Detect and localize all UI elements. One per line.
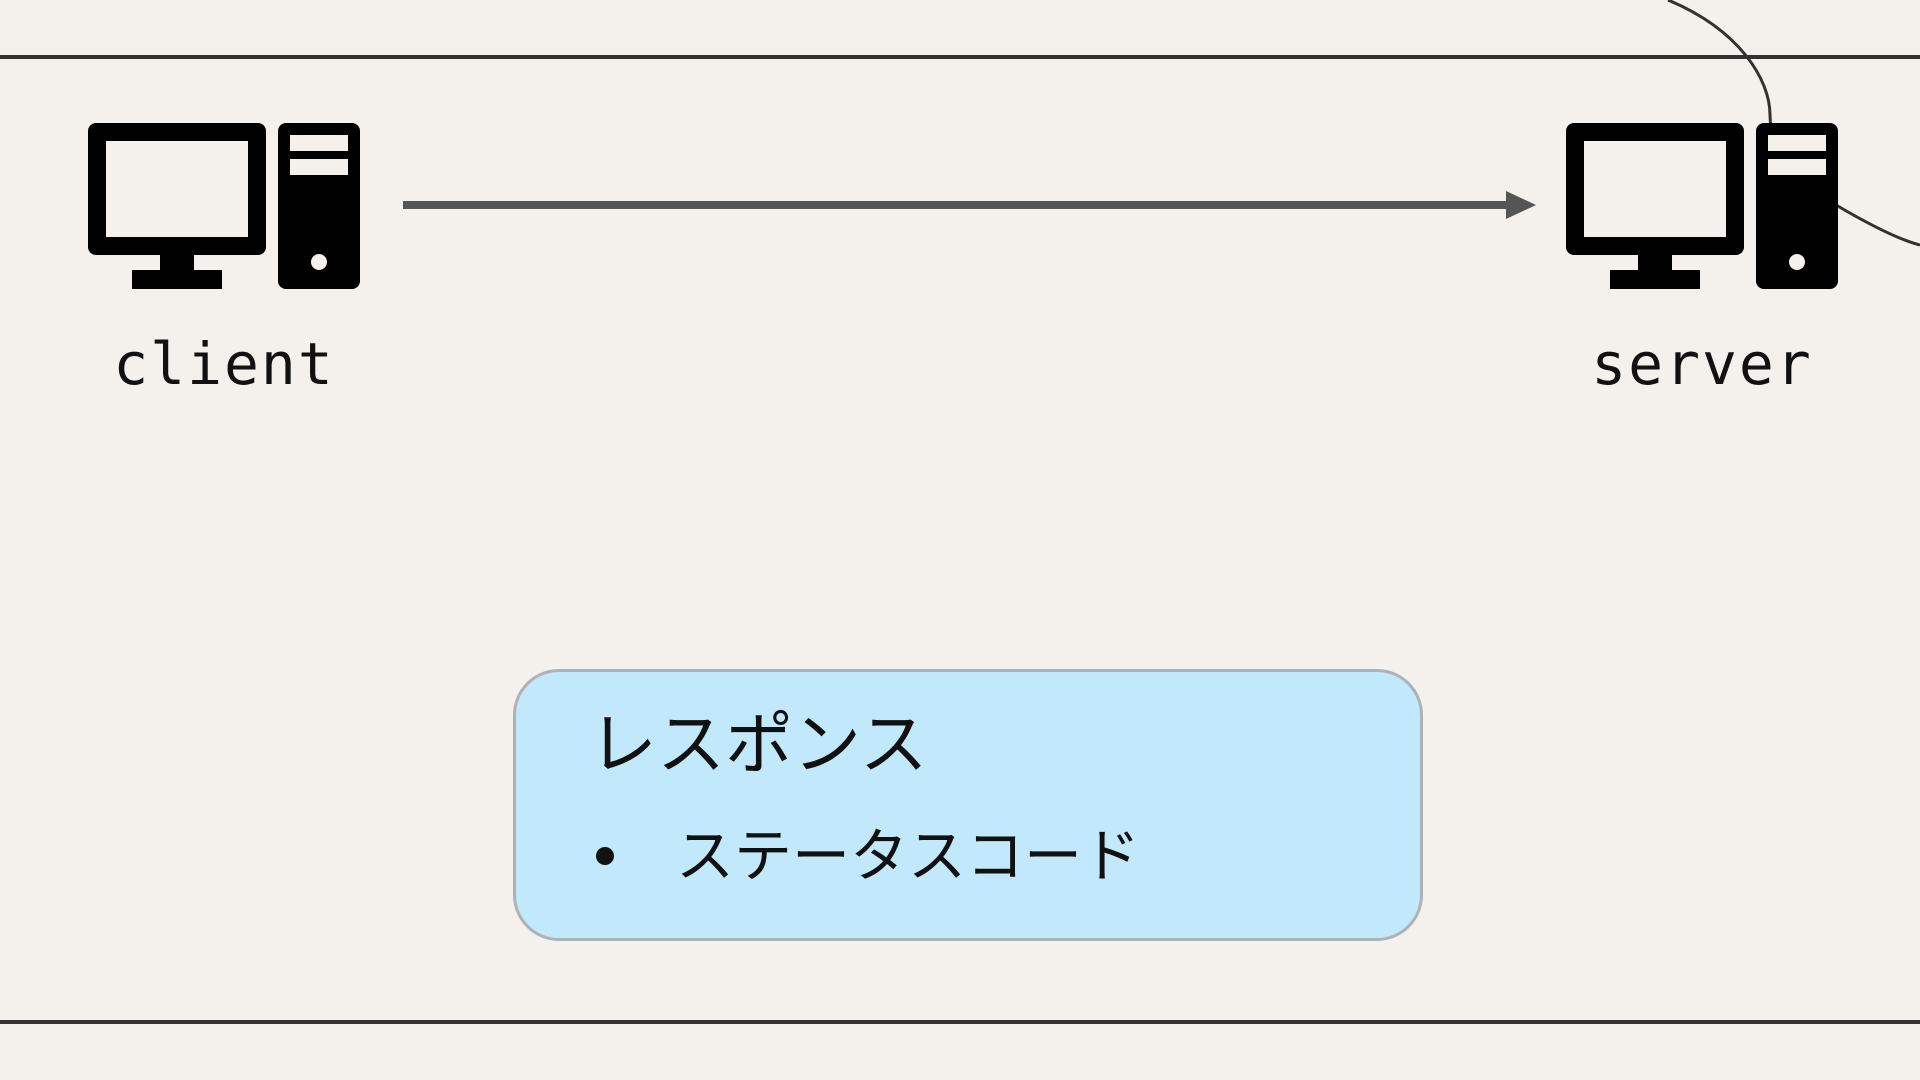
response-item-list: ステータスコード bbox=[596, 827, 1140, 885]
client-label: client bbox=[113, 330, 335, 398]
response-info-box: レスポンス ステータスコード bbox=[513, 669, 1423, 941]
bullet-icon bbox=[596, 847, 614, 865]
client-computer-icon bbox=[88, 121, 368, 301]
server-computer-icon bbox=[1566, 121, 1846, 301]
response-title: レスポンス bbox=[589, 706, 928, 785]
list-item: ステータスコード bbox=[596, 827, 1140, 885]
arrow-head bbox=[1506, 191, 1536, 219]
top-divider-line bbox=[0, 55, 1920, 59]
server-label: server bbox=[1591, 330, 1813, 398]
list-item-label: ステータスコード bbox=[676, 822, 1141, 890]
bottom-divider-line bbox=[0, 1020, 1920, 1024]
client-to-server-arrow bbox=[403, 191, 1536, 219]
